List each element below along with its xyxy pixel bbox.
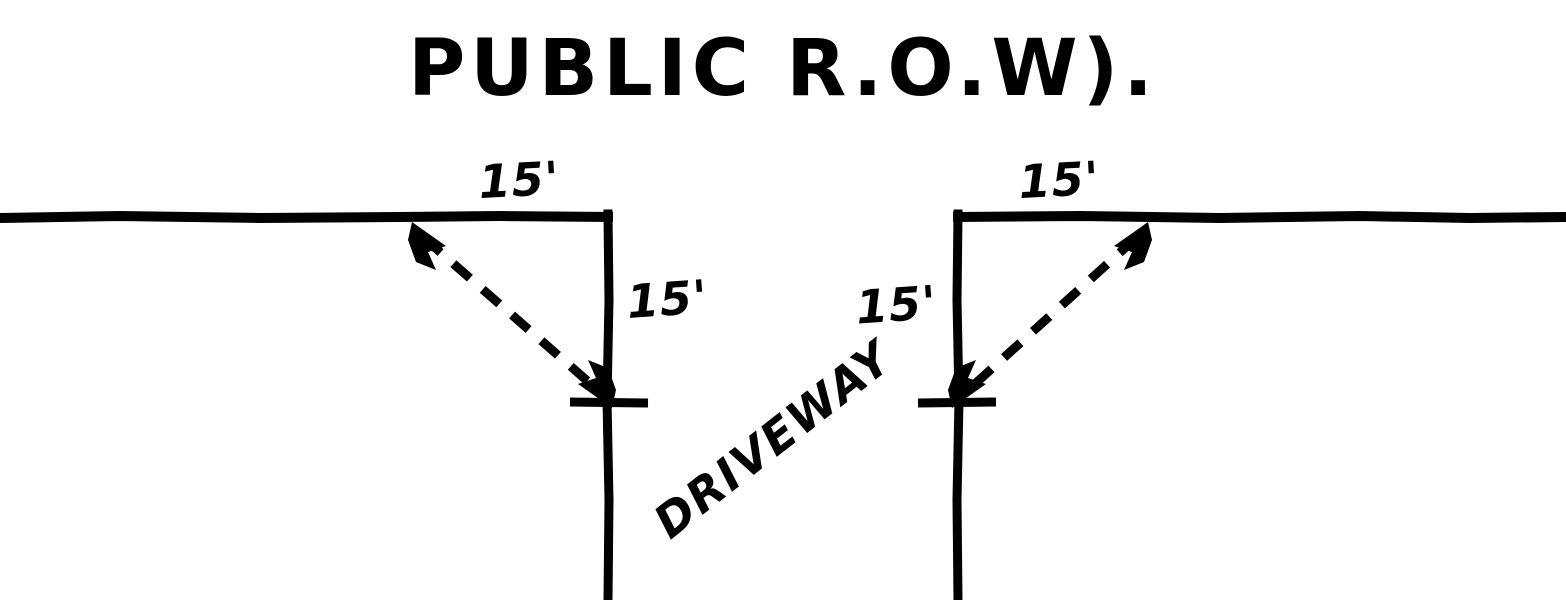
dimension-left-horizontal: 15'	[477, 151, 561, 209]
driveway-label: DRIVEWAY	[644, 328, 905, 549]
left-sight-arrowhead-bottom	[578, 360, 616, 408]
left-sight-arrowhead-top	[408, 222, 446, 270]
left-dimension-tick	[569, 397, 649, 408]
row-line-left	[0, 210, 614, 224]
right-sight-arrowhead-bottom	[948, 360, 986, 408]
right-sight-arrowhead-top	[1114, 222, 1152, 270]
dimension-left-vertical: 15'	[625, 269, 710, 329]
right-dimension-tick	[917, 397, 997, 408]
right-driveway-edge	[952, 209, 964, 600]
dimension-right-vertical: 15'	[854, 275, 939, 335]
left-driveway-edge	[602, 209, 614, 600]
right-sight-triangle-line	[962, 234, 1140, 396]
page-title: PUBLIC R.O.W).	[408, 24, 1158, 114]
left-sight-triangle-line	[421, 234, 603, 396]
row-line-right	[952, 210, 1566, 224]
dimension-right-horizontal: 15'	[1017, 151, 1101, 209]
